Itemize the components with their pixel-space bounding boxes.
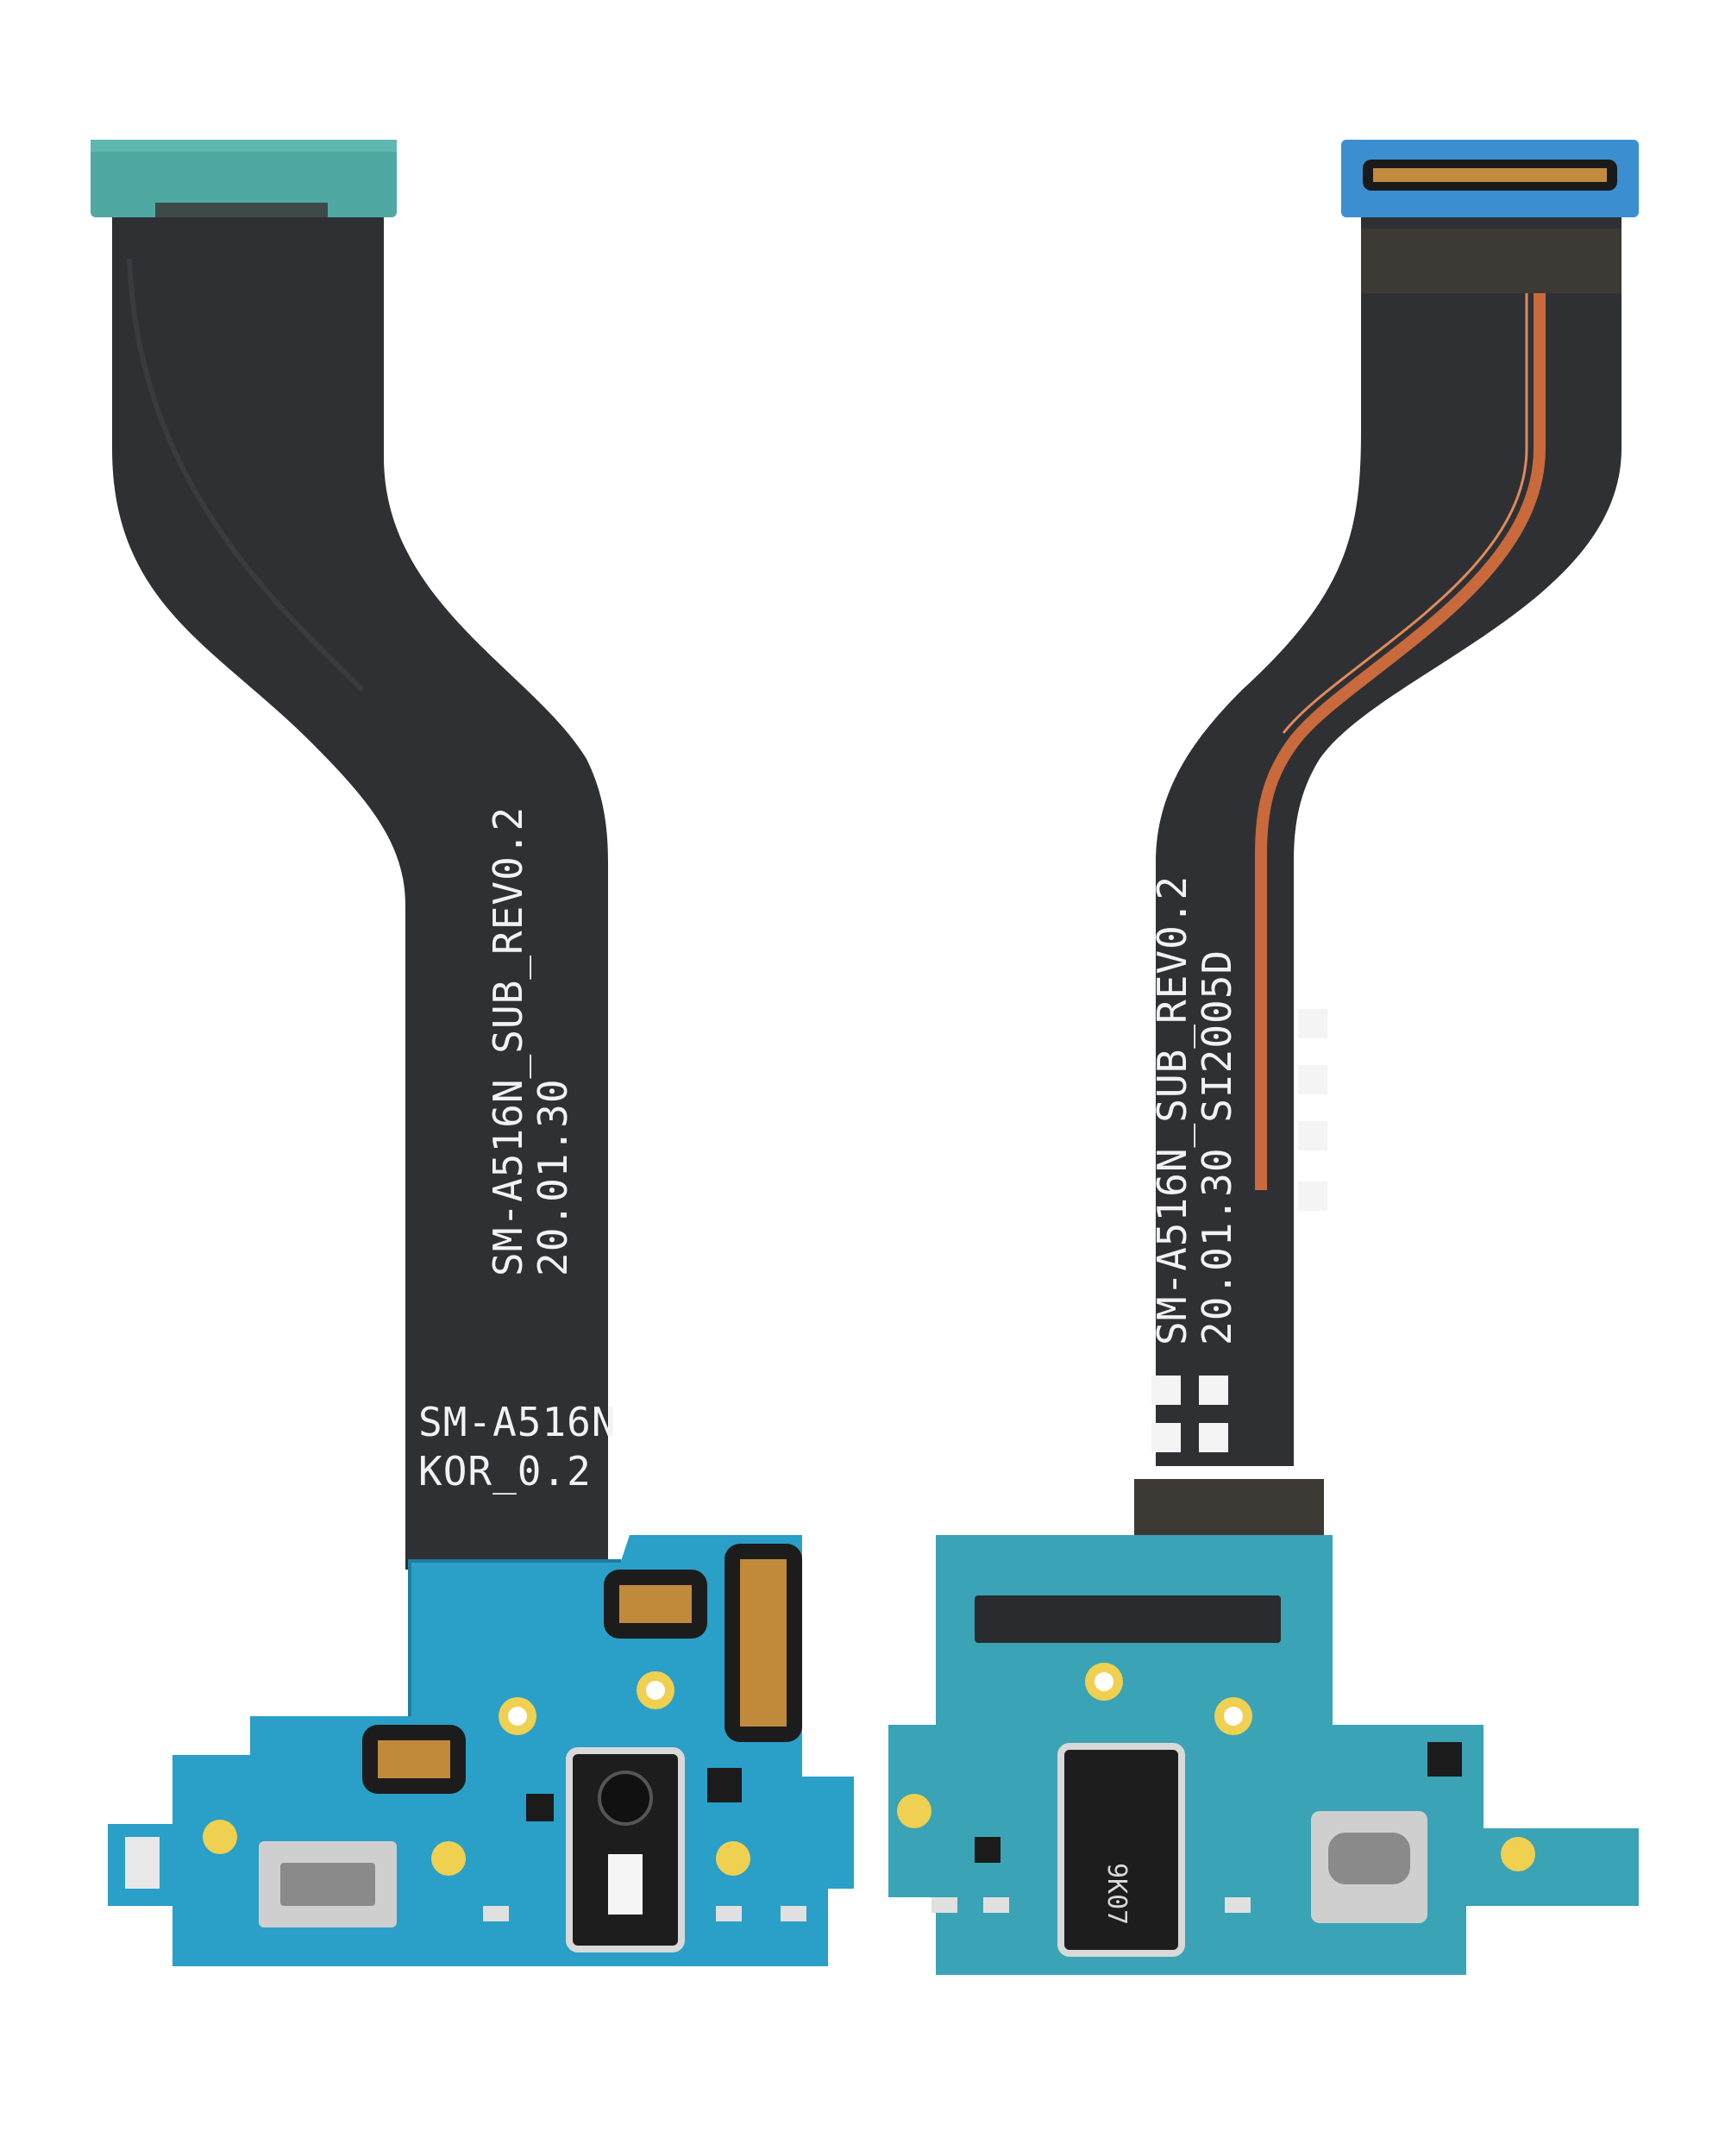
left-screw-hole — [646, 1681, 665, 1700]
left-pcb-edge — [408, 1559, 621, 1716]
left-screw-pad-4 — [431, 1841, 466, 1876]
right-pcb-flex-strip — [975, 1595, 1281, 1643]
right-jack-marking: 9K07 — [1101, 1863, 1132, 1925]
right-audio-jack-frame — [1057, 1743, 1185, 1957]
right-screw-hole — [1095, 1672, 1113, 1691]
left-smd-1 — [483, 1906, 509, 1921]
right-screw-pad-4 — [1501, 1837, 1535, 1871]
left-secondary-connector-pins — [619, 1585, 692, 1623]
left-top-plate-highlight — [91, 140, 397, 152]
left-small-connector-pins — [378, 1740, 450, 1778]
left-chip — [707, 1768, 742, 1802]
left-audio-jack-frame — [566, 1747, 685, 1952]
left-flex-assembly: SM-A516N_SUB_REV0.2 20.01.30 SM-A516N KO… — [91, 140, 854, 1966]
left-screw-pad-3 — [203, 1820, 237, 1854]
right-screw-pad-3 — [897, 1794, 932, 1828]
right-white-marker-7 — [1151, 1423, 1181, 1452]
left-audio-jack-hole — [598, 1771, 653, 1826]
left-top-plate-edge — [155, 203, 328, 218]
right-flex-assembly: SM-A516N_SUB_REV0.2 20.01.30 SI2005D 9K0… — [888, 140, 1639, 1975]
left-label-region: KOR_0.2 — [418, 1448, 592, 1495]
left-micro-usb-opening — [280, 1863, 375, 1906]
right-silkscreen-main: SM-A516N_SUB_REV0.2 — [1149, 875, 1195, 1345]
left-smd-3 — [781, 1906, 806, 1921]
right-white-marker-4 — [1298, 1181, 1327, 1211]
left-screw-hole-2 — [508, 1707, 527, 1726]
left-silkscreen-group: SM-A516N_SUB_REV0.2 20.01.30 — [485, 806, 576, 1276]
right-usb-c-opening — [1328, 1833, 1410, 1884]
right-silkscreen-date: 20.01.30 SI2005D — [1194, 950, 1240, 1345]
right-white-marker-2 — [1298, 1065, 1327, 1094]
left-smd-2 — [716, 1906, 742, 1921]
right-flex-cable — [1156, 217, 1622, 1466]
left-silkscreen-main: SM-A516N_SUB_REV0.2 — [485, 806, 531, 1276]
right-chip — [1427, 1742, 1462, 1777]
right-white-marker — [1298, 1009, 1327, 1038]
left-flex-sheen — [127, 258, 365, 693]
left-main-connector-pins — [740, 1559, 787, 1727]
right-white-marker-8 — [1199, 1423, 1228, 1452]
left-top-connector-plate — [91, 140, 397, 217]
right-chip-2 — [975, 1837, 1000, 1863]
right-white-marker-5 — [1151, 1376, 1181, 1405]
right-audio-jack — [1061, 1746, 1182, 1953]
right-screw-hole-2 — [1224, 1707, 1243, 1726]
right-smd-2 — [983, 1897, 1009, 1913]
right-white-marker-3 — [1298, 1121, 1327, 1150]
right-white-marker-6 — [1199, 1376, 1228, 1405]
left-audio-jack-slot — [608, 1854, 643, 1915]
right-smd-3 — [1225, 1897, 1251, 1913]
right-flex-stiffener — [1361, 229, 1622, 293]
right-copper-highlight — [1282, 293, 1528, 734]
right-copper-trace — [1255, 293, 1546, 1190]
left-screw-pad-5 — [716, 1841, 750, 1876]
right-silkscreen-group: SM-A516N_SUB_REV0.2 20.01.30 SI2005D — [1149, 875, 1240, 1345]
right-top-connector-pins — [1373, 168, 1607, 182]
left-audio-jack — [569, 1751, 681, 1949]
left-microphone — [125, 1837, 160, 1889]
left-label-model: SM-A516N — [418, 1399, 617, 1445]
right-smd-1 — [932, 1897, 957, 1913]
left-chip-2 — [526, 1794, 554, 1821]
left-silkscreen-date: 20.01.30 — [530, 1078, 576, 1276]
